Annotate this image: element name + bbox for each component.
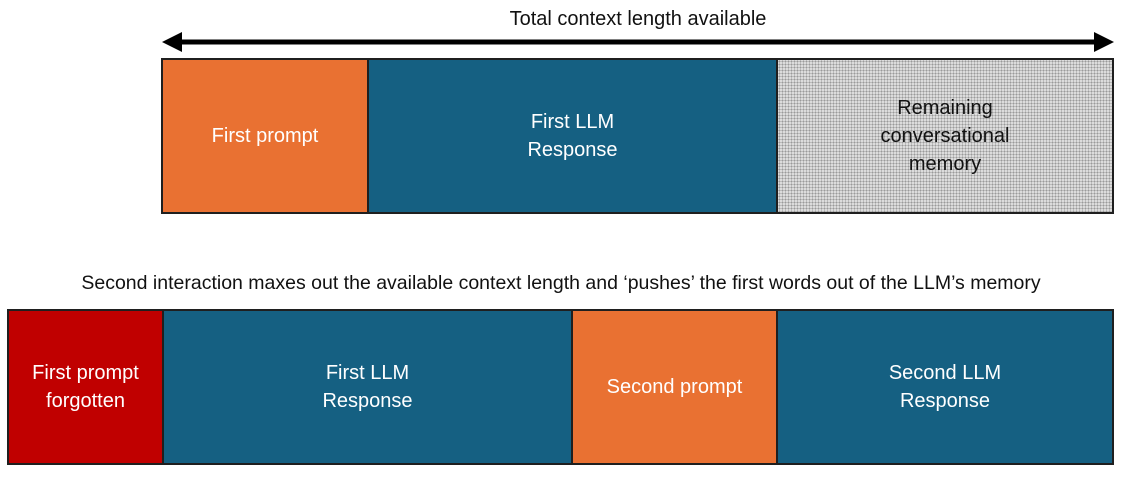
top-context-bar: First prompt First LLM Response Remainin… — [161, 58, 1114, 214]
second-llm-response-block: Second LLM Response — [778, 311, 1112, 463]
first-prompt-block: First prompt — [163, 60, 369, 212]
first-llm-response-block: First LLM Response — [164, 311, 573, 463]
remaining-memory-block: Remaining conversational memory — [778, 60, 1112, 212]
second-prompt-block: Second prompt — [573, 311, 778, 463]
second-interaction-caption: Second interaction maxes out the availab… — [81, 272, 1041, 294]
total-context-label: Total context length available — [509, 8, 767, 30]
first-prompt-forgotten-block: First prompt forgotten — [9, 311, 164, 463]
double-headed-arrow-icon — [162, 32, 1114, 52]
first-llm-response-block: First LLM Response — [369, 60, 778, 212]
bottom-context-bar: First prompt forgotten First LLM Respons… — [7, 309, 1114, 465]
